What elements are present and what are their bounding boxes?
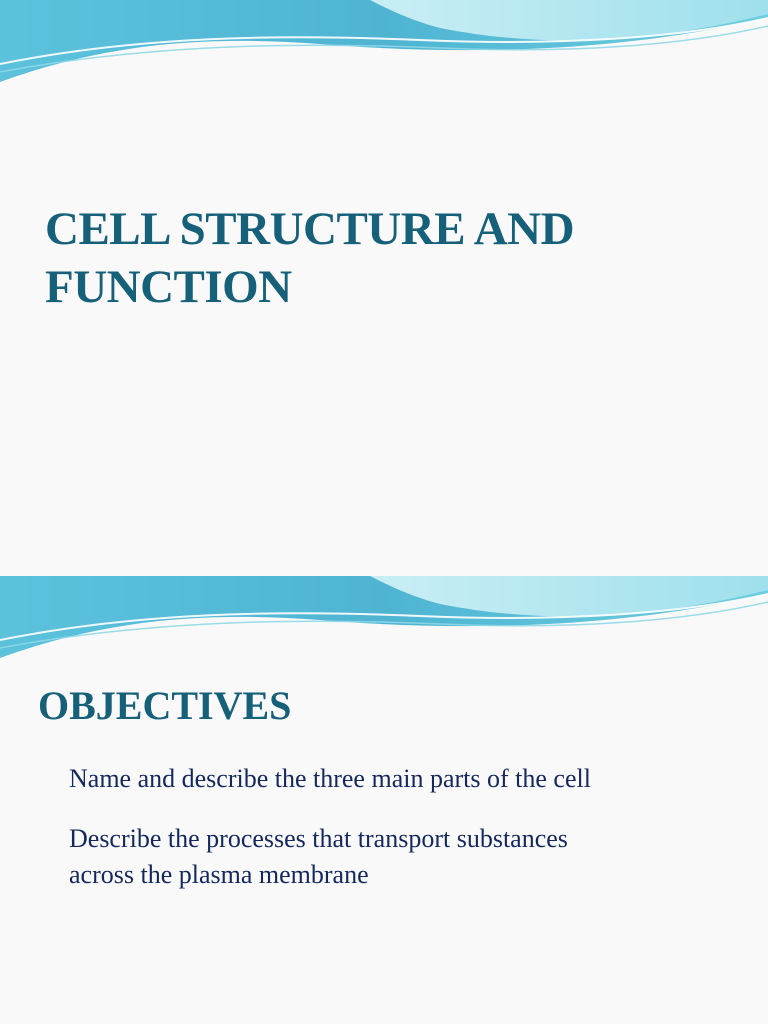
wave-decoration <box>0 576 768 658</box>
slide-objectives: OBJECTIVES Name and describe the three m… <box>0 576 768 1024</box>
slide-title-heading: CELL STRUCTURE AND FUNCTION <box>45 200 725 316</box>
wave-decoration <box>0 0 768 82</box>
title-line: CELL STRUCTURE AND <box>45 203 575 255</box>
objectives-heading: OBJECTIVES <box>38 683 292 728</box>
objective-item: Describe the processes that transport su… <box>69 821 729 893</box>
objective-text-line: Describe the processes that transport su… <box>69 824 568 853</box>
objectives-list: Name and describe the three main parts o… <box>69 761 729 917</box>
objective-text-line: across the plasma membrane <box>69 860 369 889</box>
slide-title: CELL STRUCTURE AND FUNCTION <box>0 0 768 316</box>
title-line: FUNCTION <box>45 261 292 313</box>
objective-item: Name and describe the three main parts o… <box>69 761 729 797</box>
objective-text-line: Name and describe the three main parts o… <box>69 764 591 793</box>
